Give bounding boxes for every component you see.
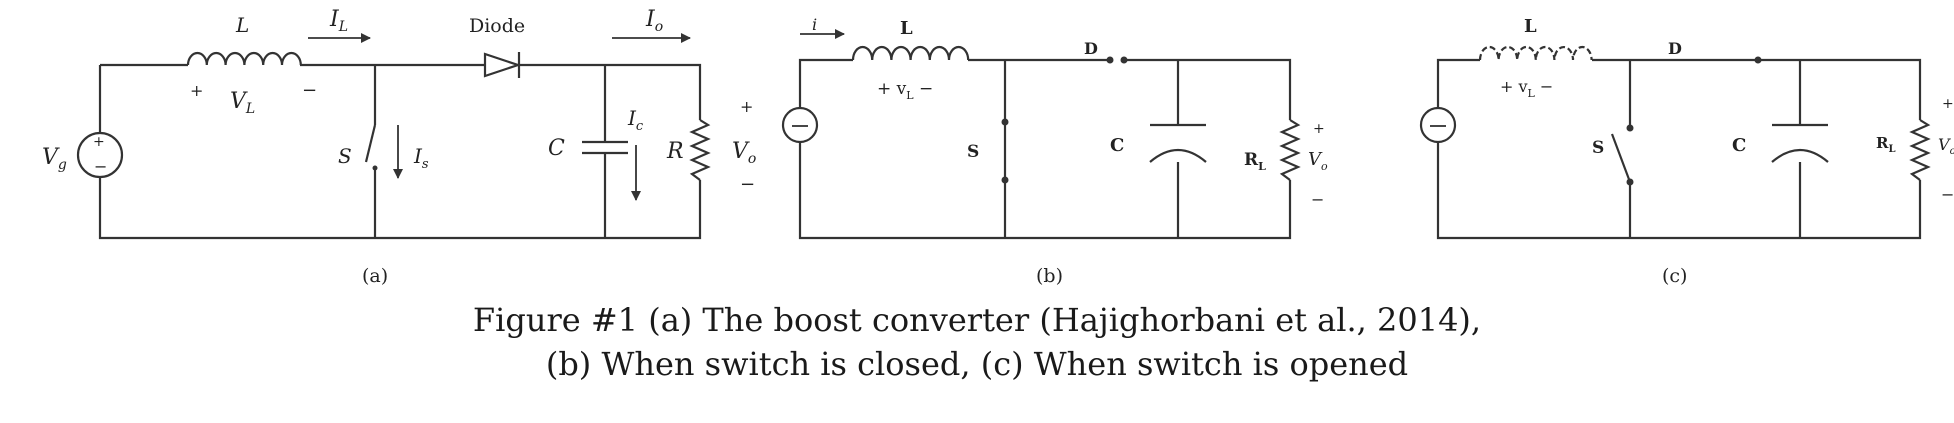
capacitor-c [1771,123,1829,163]
inductor-label-b: L [900,18,913,39]
wire-b-top-left [798,58,853,108]
inductor-plus-a: + [190,81,203,100]
capacitor-current-label-a: Ic [627,106,644,134]
panel-label-a: (a) [362,265,388,287]
wire-a-top-right [520,63,702,120]
voltage-source-c [1419,106,1457,144]
diode-label-a: Diode [469,15,525,37]
output-voltage-label-c: Vo [1938,135,1954,157]
diode-label-b: D [1084,39,1098,58]
wire-c-top-left [1436,58,1480,108]
resistor-label-a: R [666,139,684,164]
circuit-b: i L + vL − D S C RL + Vo − (b) [781,15,1328,287]
resistor-label-c: RL [1876,134,1896,155]
output-plus-a: + [740,97,753,116]
capacitor-label-a: C [548,136,565,161]
capacitor-a [582,140,628,155]
output-plus-b: + [1313,121,1325,137]
resistor-label-b: RL [1244,150,1266,173]
resistor-b [1279,119,1301,181]
circuit-c: L + vL − D S C RL + Vo − (c) [1419,16,1954,287]
inductor-b [851,45,970,61]
resistor-c [1909,119,1931,181]
wire-c-top-right [1758,58,1922,120]
inductor-current-label-a: IL [329,7,348,35]
figure-caption: Figure #1 (a) The boost converter (Hajig… [0,298,1954,386]
capacitor-label-b: C [1110,135,1124,156]
output-voltage-label-b: Vo [1308,149,1328,173]
source-label-a: Vg [42,145,67,173]
inductor-c [1478,45,1593,61]
wire-b-left-lower [798,142,1292,240]
switch-label-a: S [338,144,352,168]
switch-a [364,124,378,171]
output-voltage-label-a: Vo [732,139,756,167]
panel-label-c: (c) [1662,265,1687,287]
switch-current-label-a: Is [413,144,429,172]
switch-label-c: S [1592,138,1604,158]
output-minus-c: − [1941,185,1954,204]
diode-terminal-c [1754,56,1762,64]
diode-a [483,52,522,78]
switch-b-closed [1001,118,1009,184]
capacitor-b [1149,123,1207,163]
wire-c-left-lower [1436,142,1922,240]
input-current-label-b: i [812,15,817,34]
inductor-a [186,51,302,66]
switch-label-b: S [967,142,979,162]
switch-c-open [1610,124,1634,186]
resistor-a [689,119,711,181]
wire-b-top-right [1124,58,1292,120]
voltage-source-b [781,106,819,144]
inductor-voltage-label-c: + vL − [1500,77,1553,100]
diode-label-c: D [1668,39,1682,58]
inductor-minus-a: − [302,80,317,101]
output-current-label-a: Io [645,7,663,35]
wire-a-left-lower [98,177,702,240]
capacitor-label-c: C [1732,135,1746,156]
diode-terminals-b [1106,56,1128,64]
caption-line-2: (b) When switch is closed, (c) When swit… [545,345,1409,383]
inductor-voltage-label-b: + vL − [877,79,933,102]
voltage-source-a: + − [76,131,124,179]
output-minus-b: − [1311,190,1324,209]
output-minus-a: − [740,174,755,195]
circuit-a: + − L + VL − IL Diode Io Vg S Is C Ic R [42,7,756,287]
inductor-voltage-label-a: VL [230,89,255,117]
svg-text:+: + [93,134,105,150]
inductor-label-c: L [1524,16,1537,37]
caption-line-1: Figure #1 (a) The boost converter (Hajig… [472,301,1482,339]
output-plus-c: + [1942,96,1954,112]
inductor-label-a: L [235,13,249,37]
panel-label-b: (b) [1036,265,1063,287]
svg-text:−: − [94,157,107,176]
